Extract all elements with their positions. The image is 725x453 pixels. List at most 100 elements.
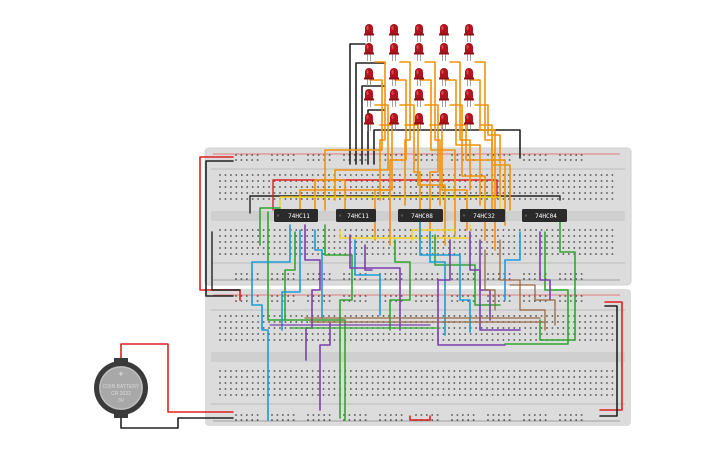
- brown-wire-1[interactable]: [499, 239, 546, 331]
- led-matrix: [364, 24, 474, 131]
- wires: [120, 43, 623, 429]
- led-signal-wire-17[interactable]: [404, 124, 446, 246]
- led-r1c3[interactable]: [414, 24, 424, 42]
- led-signal-wire-19[interactable]: [454, 124, 506, 226]
- led-r1c4[interactable]: [439, 24, 449, 42]
- led-r3c5[interactable]: [464, 68, 474, 86]
- brown-wire-3[interactable]: [484, 249, 496, 311]
- green-wire-7[interactable]: [389, 239, 411, 331]
- led-signal-wire-20[interactable]: [479, 124, 511, 211]
- led-r3c4[interactable]: [439, 68, 449, 86]
- led-r4c3[interactable]: [414, 89, 424, 107]
- chip-74hc11-a[interactable]: 74HC11: [274, 209, 318, 222]
- purple-wire-2[interactable]: [349, 234, 401, 331]
- green-wire-8[interactable]: [284, 231, 296, 321]
- led-r2c1[interactable]: [364, 43, 374, 61]
- led-signal-wire-6[interactable]: [324, 79, 383, 211]
- coin-battery[interactable]: + COIN BATTERY CR 2032 3V: [94, 358, 148, 418]
- led-ground-1[interactable]: [349, 43, 366, 165]
- blue-wire-2[interactable]: [419, 221, 471, 333]
- led-signal-wire-9[interactable]: [444, 79, 481, 206]
- led-r1c5[interactable]: [464, 24, 474, 42]
- green-wire-6[interactable]: [504, 231, 569, 345]
- blue-wire-4[interactable]: [354, 239, 381, 316]
- chip-label: 74HC08: [411, 213, 433, 220]
- purple-wire-5[interactable]: [437, 239, 506, 346]
- battery-label-line2: CR 2032: [111, 391, 131, 397]
- breadboard-top-holes: [219, 154, 614, 280]
- led-r5c5[interactable]: [464, 113, 474, 131]
- led-r5c4[interactable]: [439, 113, 449, 131]
- battery-power-wire[interactable]: [120, 343, 234, 413]
- led-r2c2[interactable]: [389, 43, 399, 61]
- blue-wire-5[interactable]: [429, 231, 446, 336]
- led-signal-wire-22[interactable]: [299, 189, 391, 213]
- led-r4c2[interactable]: [389, 89, 399, 107]
- yellow-wire-1[interactable]: [279, 196, 501, 216]
- chip-74hc32[interactable]: 74HC32: [460, 209, 505, 222]
- led-r4c5[interactable]: [464, 89, 474, 107]
- yellow-wire-3[interactable]: [411, 229, 456, 241]
- led-ground-2[interactable]: [355, 62, 386, 165]
- led-signal-wire-12[interactable]: [399, 104, 421, 241]
- chip-74hc04[interactable]: 74HC04: [522, 209, 567, 222]
- battery-plus-label: +: [118, 369, 123, 379]
- green-wire-5[interactable]: [539, 219, 576, 341]
- led-r3c1[interactable]: [364, 68, 374, 86]
- green-wire-3[interactable]: [324, 224, 353, 419]
- blue-wire-7[interactable]: [314, 229, 323, 319]
- led-ground-3[interactable]: [361, 85, 386, 165]
- led-signal-wire-4[interactable]: [449, 61, 471, 191]
- breadboard-bottom[interactable]: [205, 289, 631, 426]
- purple-wire-8[interactable]: [364, 244, 373, 271]
- rail-jumper-ground[interactable]: [205, 160, 234, 297]
- led-signal-wire-7[interactable]: [389, 79, 407, 246]
- chip-label: 74HC04: [535, 213, 557, 220]
- led-signal-wire-15[interactable]: [474, 104, 501, 201]
- power-rail-lines: [213, 153, 620, 422]
- led-r4c4[interactable]: [439, 89, 449, 107]
- rail-jumper-right-ground[interactable]: [599, 305, 618, 417]
- power-wire-top[interactable]: [272, 179, 498, 211]
- brown-wire-2[interactable]: [509, 284, 556, 326]
- led-signal-wire-1[interactable]: [374, 61, 386, 201]
- battery-label-line1: COIN BATTERY: [103, 384, 140, 390]
- green-wire-1[interactable]: [259, 207, 281, 246]
- rail-bridge-red[interactable]: [409, 415, 431, 421]
- led-ground-4[interactable]: [367, 109, 386, 165]
- rail-jumper-right-power[interactable]: [599, 301, 623, 411]
- purple-wire-6[interactable]: [319, 322, 331, 411]
- purple-wire-4[interactable]: [539, 231, 551, 301]
- led-r3c2[interactable]: [389, 68, 399, 86]
- led-signal-wire-18[interactable]: [429, 124, 468, 231]
- battery-ground-wire[interactable]: [120, 414, 234, 429]
- led-r2c4[interactable]: [439, 43, 449, 61]
- blue-wire-1[interactable]: [251, 224, 291, 421]
- led-signal-wire-3[interactable]: [424, 61, 441, 206]
- green-wire-2[interactable]: [267, 211, 346, 421]
- led-r1c2[interactable]: [389, 24, 399, 42]
- battery-label-line3: 3V: [118, 398, 125, 404]
- led-r5c1[interactable]: [364, 113, 374, 131]
- led-r1c1[interactable]: [364, 24, 374, 42]
- rail-jumper-power[interactable]: [199, 156, 241, 301]
- led-r4c1[interactable]: [364, 89, 374, 107]
- led-r2c3[interactable]: [414, 43, 424, 61]
- blue-wire-3[interactable]: [281, 229, 301, 331]
- chip-74hc08[interactable]: 74HC08: [398, 209, 443, 222]
- led-signal-wire-16[interactable]: [374, 124, 393, 241]
- led-signal-wire-2[interactable]: [399, 61, 411, 206]
- ground-wire-left[interactable]: [211, 231, 241, 291]
- led-signal-wire-8[interactable]: [419, 79, 456, 236]
- chip-74hc11-b[interactable]: 74HC11: [336, 209, 376, 222]
- chip-label: 74HC32: [473, 213, 495, 220]
- led-signal-wire-10[interactable]: [469, 79, 496, 251]
- led-r5c2[interactable]: [389, 113, 399, 131]
- chip-label: 74HC11: [288, 213, 310, 220]
- chip-label: 74HC11: [347, 213, 369, 220]
- led-r5c3[interactable]: [414, 113, 424, 131]
- led-r2c5[interactable]: [464, 43, 474, 61]
- led-ground-5[interactable]: [373, 129, 521, 165]
- led-r3c3[interactable]: [414, 68, 424, 86]
